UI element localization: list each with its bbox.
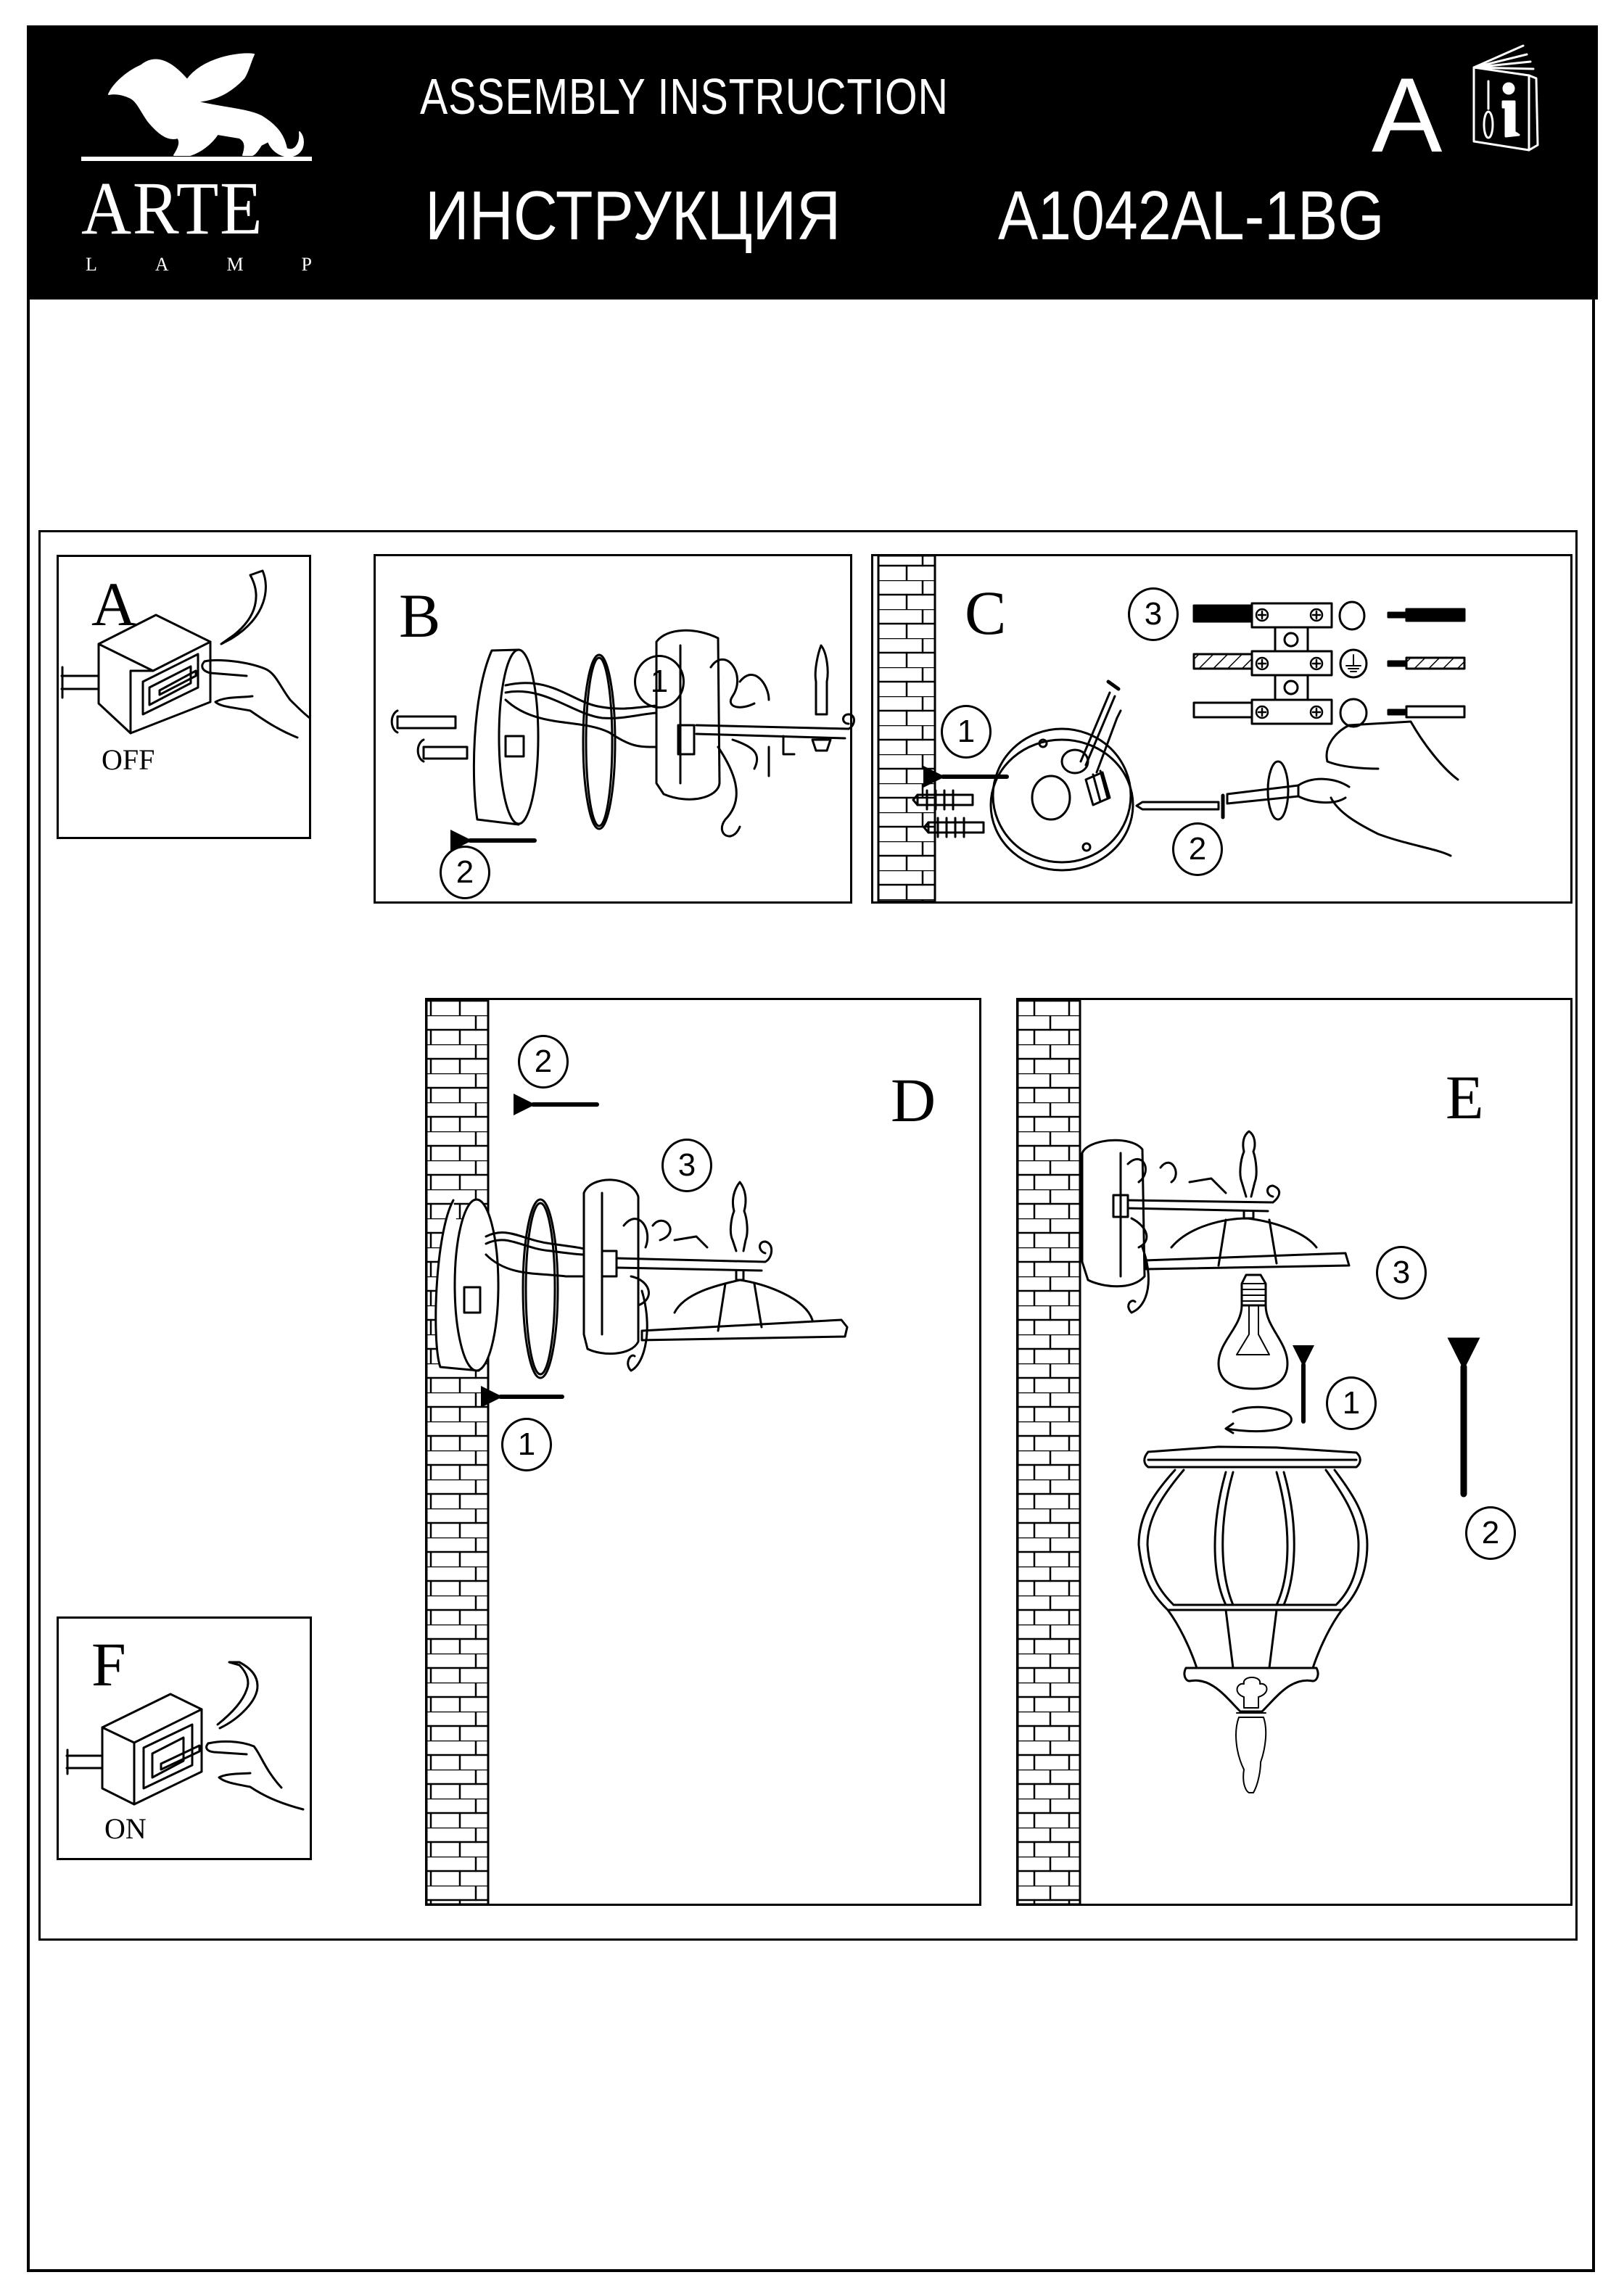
callout-d1: 1 <box>501 1418 552 1471</box>
lamp-bracket-icon <box>655 629 855 838</box>
screwdriver-hand-icon <box>1226 720 1459 857</box>
callout-d3: 3 <box>661 1139 712 1192</box>
callout-d2: 2 <box>518 1035 569 1089</box>
mounting-plate-icon <box>989 727 1134 872</box>
manual-book-info-icon <box>1472 44 1539 152</box>
switch-state-on: ON <box>104 1812 147 1845</box>
callout-e1: 1 <box>1326 1376 1377 1430</box>
gasket-icon <box>522 1198 559 1379</box>
step-b-label: B <box>399 581 441 651</box>
canopy-plate-icon <box>472 648 540 826</box>
callout-e3: 3 <box>1376 1246 1427 1300</box>
fixing-screw-icon <box>1135 793 1225 819</box>
brand-sub-letter: P <box>301 254 312 275</box>
brand-sub-letter: L <box>86 254 97 275</box>
brand-name: ARTE <box>81 167 264 250</box>
title-english: ASSEMBLY INSTRUCTION <box>420 68 949 125</box>
brick-wall <box>1016 998 1081 1906</box>
ground-symbol-icon <box>1339 648 1368 679</box>
page-border <box>27 25 1595 2272</box>
step-c-label: C <box>965 578 1007 648</box>
plate-screw-icon <box>1079 680 1122 774</box>
callout-c2: 2 <box>1172 822 1223 876</box>
brand-sub-letter: M <box>226 254 244 275</box>
wiring-diagram <box>1192 600 1466 728</box>
brick-wall <box>877 554 936 903</box>
switch-state-off: OFF <box>102 743 155 776</box>
wall-switch-on-icon <box>65 1693 203 1806</box>
press-up-arrow-icon <box>216 1661 259 1730</box>
step-d-label: D <box>891 1065 936 1135</box>
callout-e2: 2 <box>1465 1506 1516 1560</box>
hand-pointing-icon <box>205 1740 305 1811</box>
wall-switch-off-icon <box>60 614 212 735</box>
press-down-arrow-icon <box>220 569 267 645</box>
wires-icon <box>504 682 658 748</box>
griffin-logo-icon <box>81 53 312 161</box>
callout-b2: 2 <box>440 846 490 899</box>
canopy-plate-icon <box>434 1198 500 1372</box>
step-a-label: A <box>91 569 137 639</box>
brand-sub-letter: A <box>154 254 169 275</box>
light-bulb-icon <box>1217 1273 1289 1390</box>
title-russian: ИНСТРУКЦИЯ <box>425 177 841 255</box>
brand-subtitle: L A M P <box>86 255 312 274</box>
rotate-arrow-icon <box>1224 1405 1293 1434</box>
callout-c3: 3 <box>1128 587 1179 641</box>
mounted-lamp-icon <box>1081 1130 1351 1314</box>
hand-pointing-icon <box>201 659 311 739</box>
step-e-panel <box>1016 998 1573 1906</box>
model-number: A1042AL-1BG <box>998 177 1385 255</box>
glass-shade-icon <box>1137 1445 1369 1793</box>
step-e-label: E <box>1446 1062 1484 1132</box>
brick-wall <box>425 998 490 1906</box>
language-letter: A <box>1372 56 1443 174</box>
screws-icon <box>390 709 469 763</box>
wires-icon <box>485 1231 585 1278</box>
wall-anchors-icon <box>912 789 985 838</box>
step-f-label: F <box>91 1630 126 1699</box>
callout-c1: 1 <box>941 705 992 759</box>
lamp-with-bracket-icon <box>582 1178 849 1372</box>
header-bar <box>27 25 1598 300</box>
gasket-icon <box>582 653 617 830</box>
callout-b1: 1 <box>634 655 685 709</box>
